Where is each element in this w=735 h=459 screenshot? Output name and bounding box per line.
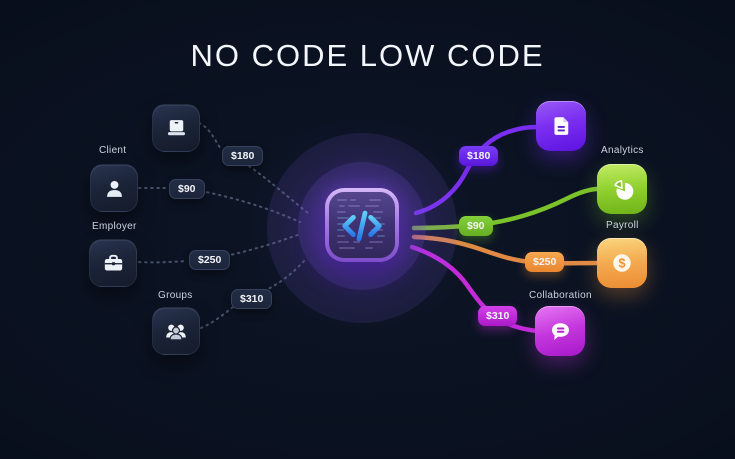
code-app-icon xyxy=(325,188,399,262)
left-badge-250: $250 xyxy=(189,250,231,270)
chat-icon xyxy=(551,322,569,340)
client-label: Client xyxy=(99,145,127,156)
right-badge-310: $310 xyxy=(478,306,518,326)
wire-badge310-to-center xyxy=(263,258,307,292)
payroll-label: Payroll xyxy=(606,220,639,231)
left-badge-90: $90 xyxy=(169,179,205,199)
employer-label: Employer xyxy=(92,221,137,232)
analytics-label: Analytics xyxy=(601,145,644,156)
briefcase-icon xyxy=(104,254,122,270)
people-group-icon xyxy=(166,324,186,341)
wire-badge180-to-center xyxy=(248,165,309,214)
right-badge-180: $180 xyxy=(459,146,499,166)
payroll-tile: $ xyxy=(597,238,647,288)
wire-center-to-analytics xyxy=(411,186,601,231)
client-tile xyxy=(90,164,138,212)
laptop-tile xyxy=(152,104,200,152)
document-icon xyxy=(554,117,569,135)
right-badge-250: $250 xyxy=(525,252,565,272)
document-tile xyxy=(536,101,586,151)
groups-label: Groups xyxy=(158,290,193,301)
svg-text:$: $ xyxy=(619,256,626,270)
wire-center-to-collaboration xyxy=(409,244,540,334)
left-badge-310: $310 xyxy=(231,289,273,309)
groups-tile xyxy=(152,307,200,355)
wire-employer-to-badge xyxy=(138,260,188,264)
laptop-icon xyxy=(167,119,185,135)
code-icon xyxy=(342,210,382,242)
wire-badge90-to-center xyxy=(200,190,301,223)
collaboration-tile xyxy=(535,306,585,356)
collaboration-label: Collaboration xyxy=(529,290,592,301)
wire-groups-to-badge xyxy=(200,306,234,329)
page-title: NO CODE LOW CODE xyxy=(190,38,545,73)
left-badge-180: $180 xyxy=(222,146,264,166)
wire-laptop-to-badge xyxy=(198,122,222,150)
analytics-tile xyxy=(597,164,647,214)
wire-center-to-payroll xyxy=(411,234,601,266)
wire-badge250-to-center xyxy=(225,233,301,257)
right-badge-90: $90 xyxy=(459,216,493,236)
pie-chart-icon xyxy=(613,179,633,200)
code-app-icon-panel xyxy=(329,192,395,258)
employer-tile xyxy=(89,239,137,287)
dollar-icon: $ xyxy=(613,254,631,272)
person-icon xyxy=(106,180,122,197)
